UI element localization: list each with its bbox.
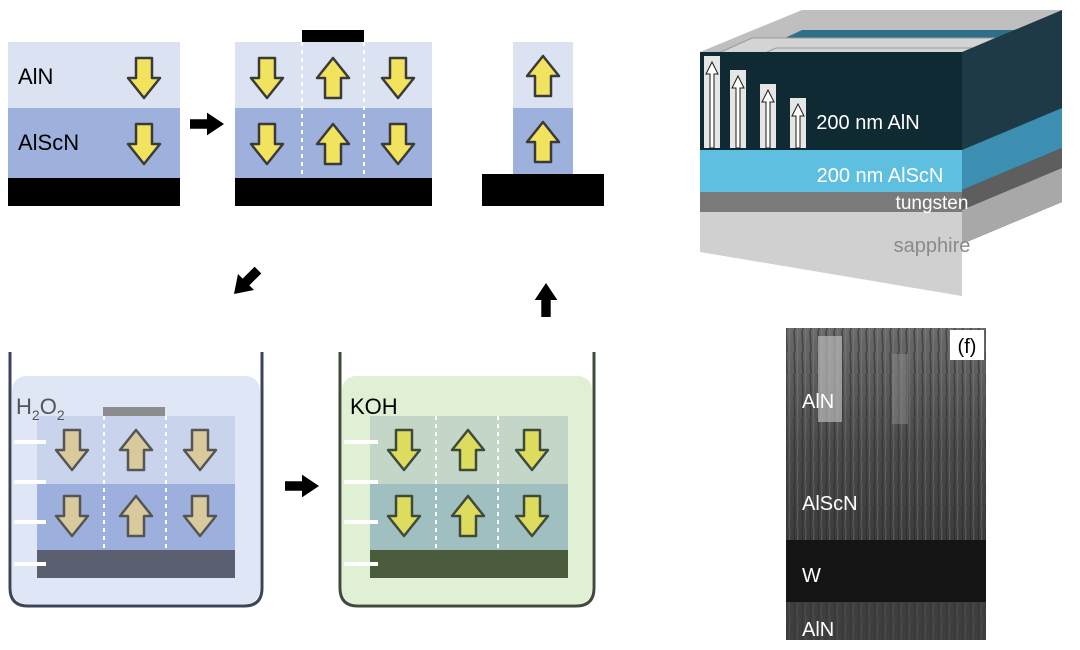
device-3d-schematic: 200 nm AlN 200 nm AlScN tungsten sapphir… (700, 10, 1062, 296)
process-arrow-right-icon (285, 474, 319, 498)
step-etched-pillar (482, 42, 604, 206)
process-arrow-up-icon (534, 283, 558, 317)
layer-label-alscn: AlScN (18, 130, 79, 155)
layer-label-sapphire: sapphire (894, 235, 971, 257)
layer-label-200nm-alscn: 200 nm AlScN (817, 165, 944, 187)
chemical-label-h2o2: H2O2 (16, 394, 65, 423)
tem-label-w: W (802, 565, 821, 587)
tem-label-aln-top: AlN (802, 391, 834, 413)
layer-label-200nm-aln: 200 nm AlN (816, 112, 919, 134)
step-h2o2-bath: H2O2 (8, 352, 264, 608)
panel-label: (f) (958, 336, 977, 358)
panel-label-box (950, 330, 984, 360)
top-electrode (302, 30, 364, 42)
tem-label-alscn: AlScN (802, 493, 858, 515)
tem-label-aln-bottom: AlN (802, 619, 834, 641)
step-initial-stack: AlN AlScN (8, 42, 180, 206)
process-arrow-right-icon (190, 112, 224, 136)
process-arrow-diagonal-icon (225, 261, 267, 303)
layer-label-tungsten: tungsten (896, 193, 969, 214)
step-poled-stack (235, 30, 432, 206)
tem-cross-section: (f) AlN AlScN W AlN (786, 328, 986, 641)
step-koh-bath: KOH (338, 352, 596, 608)
layer-label-aln: AlN (18, 64, 53, 89)
chemical-label-koh: KOH (350, 394, 398, 419)
